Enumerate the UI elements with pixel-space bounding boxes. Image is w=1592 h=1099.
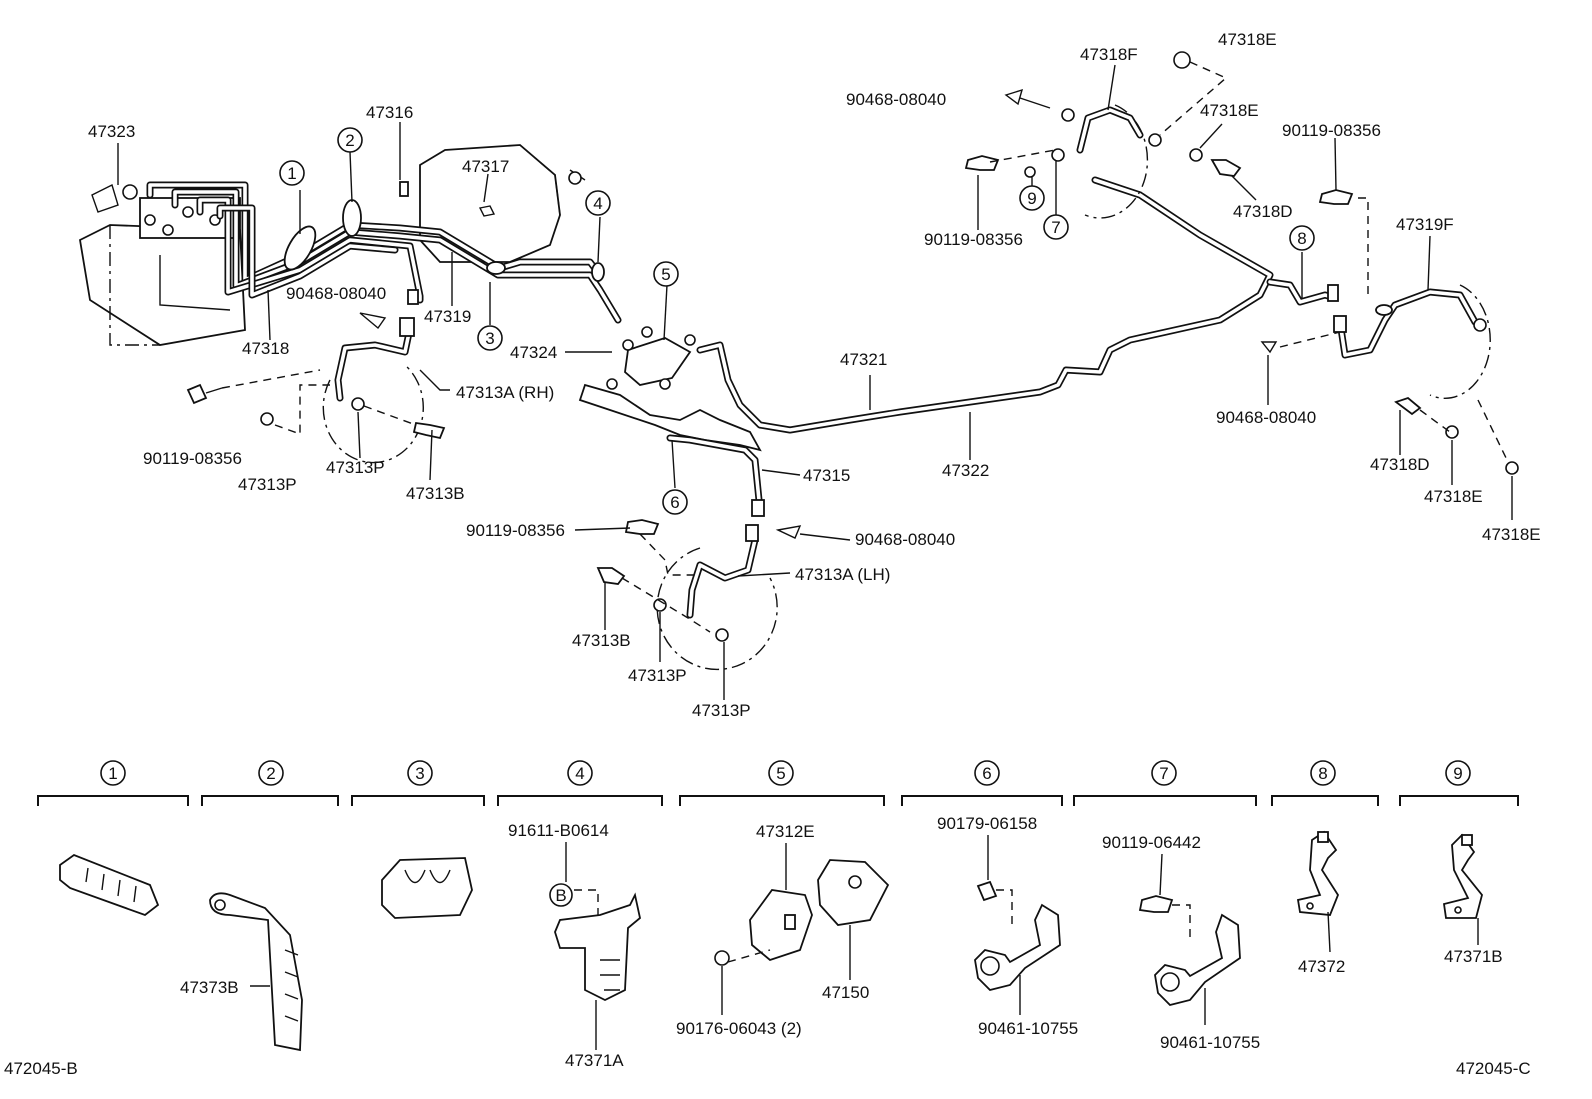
svg-text:7: 7: [1051, 218, 1060, 237]
label-47321: 47321: [840, 350, 887, 369]
label-47312e: 47312E: [756, 822, 815, 841]
label-47313p-d: 47313P: [692, 701, 751, 720]
detail-section-4: 4 91611-B0614 B 47371A: [497, 760, 663, 1070]
label-90176-06043: 90176-06043 (2): [676, 1019, 802, 1038]
front-pipe-bundle: [146, 181, 622, 324]
label-90119-d: 90119-08356: [1282, 121, 1381, 140]
svg-text:9: 9: [1027, 189, 1036, 208]
callout-7: 7: [1043, 214, 1069, 240]
proportioning-valve-assembly: [578, 176, 1339, 452]
callout-8: 8: [1289, 225, 1315, 251]
svg-text:8: 8: [1318, 764, 1327, 783]
label-90468-d: 90468-08040: [1216, 408, 1316, 427]
label-47319f: 47319F: [1396, 215, 1454, 234]
detail-section-1: 1: [37, 760, 189, 917]
label-90461-10755-b: 90461-10755: [1160, 1033, 1260, 1052]
label-47373b: 47373B: [180, 978, 239, 997]
detail-section-6: 6 90179-06158 90461-10755: [901, 760, 1078, 1038]
label-47313a-rh: 47313A (RH): [456, 383, 554, 402]
detail-section-3: 3: [351, 760, 485, 919]
label-47318d-b: 47318D: [1370, 455, 1430, 474]
svg-text:6: 6: [982, 764, 991, 783]
svg-text:7: 7: [1159, 764, 1168, 783]
label-47318e-d: 47318E: [1482, 525, 1541, 544]
svg-text:1: 1: [108, 764, 117, 783]
label-90461-10755-a: 90461-10755: [978, 1019, 1078, 1038]
label-90119-a: 90119-08356: [143, 449, 242, 468]
label-47318f: 47318F: [1080, 45, 1138, 64]
callout-5: 5: [653, 261, 679, 287]
label-47317: 47317: [462, 157, 509, 176]
label-90468-c: 90468-08040: [846, 90, 946, 109]
detail-section-7: 7 90119-06442 90461-10755: [1073, 760, 1260, 1052]
label-90119-b: 90119-08356: [466, 521, 565, 540]
front-lh-hose-assembly: [596, 434, 802, 671]
detail-section-9: 9 47371B: [1399, 760, 1519, 966]
svg-text:6: 6: [670, 493, 679, 512]
part-labels-upper: 47323 47316 47317 47318 47319 90468-0804…: [88, 30, 1541, 720]
label-47372: 47372: [1298, 957, 1345, 976]
svg-text:4: 4: [593, 194, 602, 213]
ref-code-right: 472045-C: [1456, 1059, 1531, 1078]
label-90179-06158: 90179-06158: [937, 814, 1037, 833]
label-47318e-a: 47318E: [1218, 30, 1277, 49]
front-rh-hose-assembly: [186, 312, 446, 464]
label-47322: 47322: [942, 461, 989, 480]
label-91611-b0614: 91611-B0614: [508, 821, 609, 840]
label-47323: 47323: [88, 122, 135, 141]
label-47313p-a: 47313P: [238, 475, 297, 494]
callout-9: 9: [1019, 185, 1045, 211]
label-47313p-b: 47313P: [326, 458, 385, 477]
rear-upper-hose-assembly: [964, 51, 1242, 219]
callout-3: 3: [477, 325, 503, 351]
label-47371b: 47371B: [1444, 947, 1503, 966]
ref-code-left: 472045-B: [4, 1059, 78, 1078]
label-47318e-c: 47318E: [1424, 487, 1483, 506]
label-47318e-b: 47318E: [1200, 101, 1259, 120]
rear-lower-hose-assembly: [1260, 189, 1519, 475]
svg-text:3: 3: [415, 764, 424, 783]
callout-1: 1: [279, 160, 305, 186]
label-47316: 47316: [366, 103, 413, 122]
svg-text:5: 5: [776, 764, 785, 783]
svg-text:5: 5: [661, 265, 670, 284]
leader-lines: [117, 64, 1513, 700]
label-47315: 47315: [803, 466, 850, 485]
label-90468-b: 90468-08040: [855, 530, 955, 549]
label-47313b-a: 47313B: [406, 484, 465, 503]
master-cylinder-assembly: [79, 184, 246, 346]
label-90119-06442: 90119-06442: [1102, 833, 1201, 852]
label-47319: 47319: [424, 307, 471, 326]
label-47150: 47150: [822, 983, 869, 1002]
brake-booster: [419, 144, 586, 263]
label-47318d-a: 47318D: [1233, 202, 1293, 221]
callout-2: 2: [337, 127, 363, 153]
label-47313p-c: 47313P: [628, 666, 687, 685]
svg-text:8: 8: [1297, 229, 1306, 248]
svg-text:3: 3: [485, 329, 494, 348]
label-47318: 47318: [242, 339, 289, 358]
detail-section-2: 2 47373B: [180, 760, 339, 1052]
detail-section-8: 8 47372: [1271, 760, 1379, 976]
svg-text:1: 1: [287, 164, 296, 183]
label-90468-a: 90468-08040: [286, 284, 386, 303]
label-47371a: 47371A: [565, 1051, 624, 1070]
callout-4: 4: [585, 190, 611, 216]
label-90119-c: 90119-08356: [924, 230, 1023, 249]
label-47313a-lh: 47313A (LH): [795, 565, 890, 584]
svg-text:2: 2: [345, 131, 354, 150]
svg-text:2: 2: [266, 764, 275, 783]
callout-6: 6: [662, 489, 688, 515]
detail-section-5: 5 47312E 47150 90176-06043 (2): [676, 760, 890, 1038]
label-47324: 47324: [510, 343, 557, 362]
label-47313b-b: 47313B: [572, 631, 631, 650]
svg-text:B: B: [555, 886, 566, 905]
svg-text:9: 9: [1453, 764, 1462, 783]
svg-text:4: 4: [575, 764, 584, 783]
